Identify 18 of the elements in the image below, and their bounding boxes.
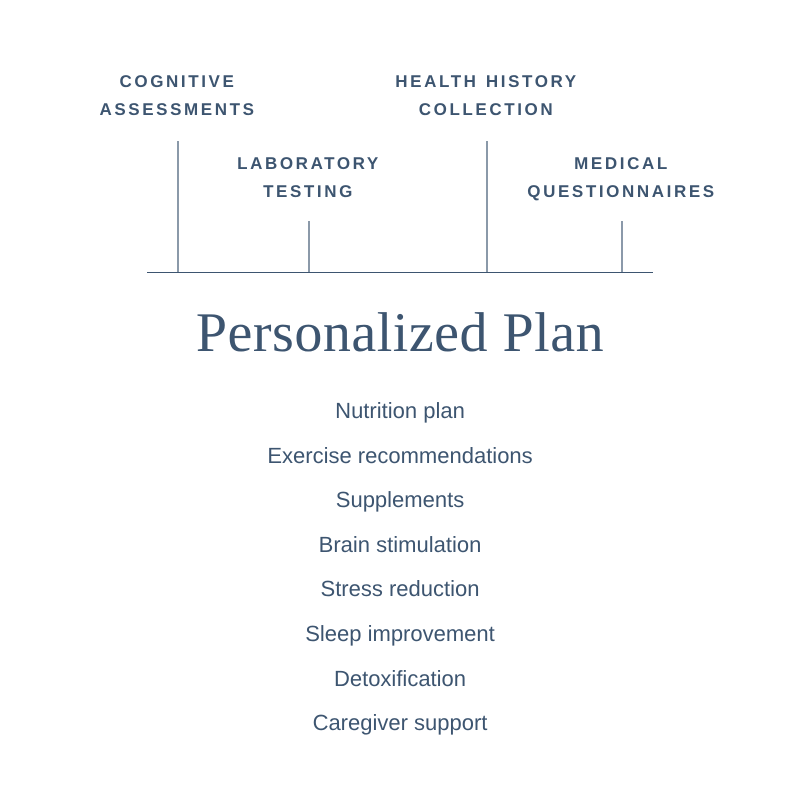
plan-item: Detoxification (334, 664, 466, 693)
category-label: LABORATORY TESTING (214, 150, 404, 221)
connector-line (621, 221, 623, 272)
category-label: HEALTH HISTORY COLLECTION (387, 68, 587, 141)
connector-line (486, 141, 488, 272)
plan-item: Stress reduction (320, 575, 480, 604)
plan-item: Sleep improvement (305, 620, 495, 648)
plan-item: Nutrition plan (335, 397, 465, 425)
plan-item: Brain stimulation (318, 530, 482, 559)
connector-line (177, 141, 179, 272)
plan-title: Personalized Plan (194, 301, 606, 366)
category-label: COGNITIVE ASSESSMENTS (78, 68, 278, 141)
connector-line (308, 221, 310, 272)
baseline-bar (147, 272, 653, 273)
plan-item: Caregiver support (312, 709, 488, 738)
category-label: MEDICAL QUESTIONNAIRES (527, 150, 717, 221)
plan-item: Supplements (336, 486, 464, 514)
plan-item: Exercise recommendations (267, 442, 533, 470)
